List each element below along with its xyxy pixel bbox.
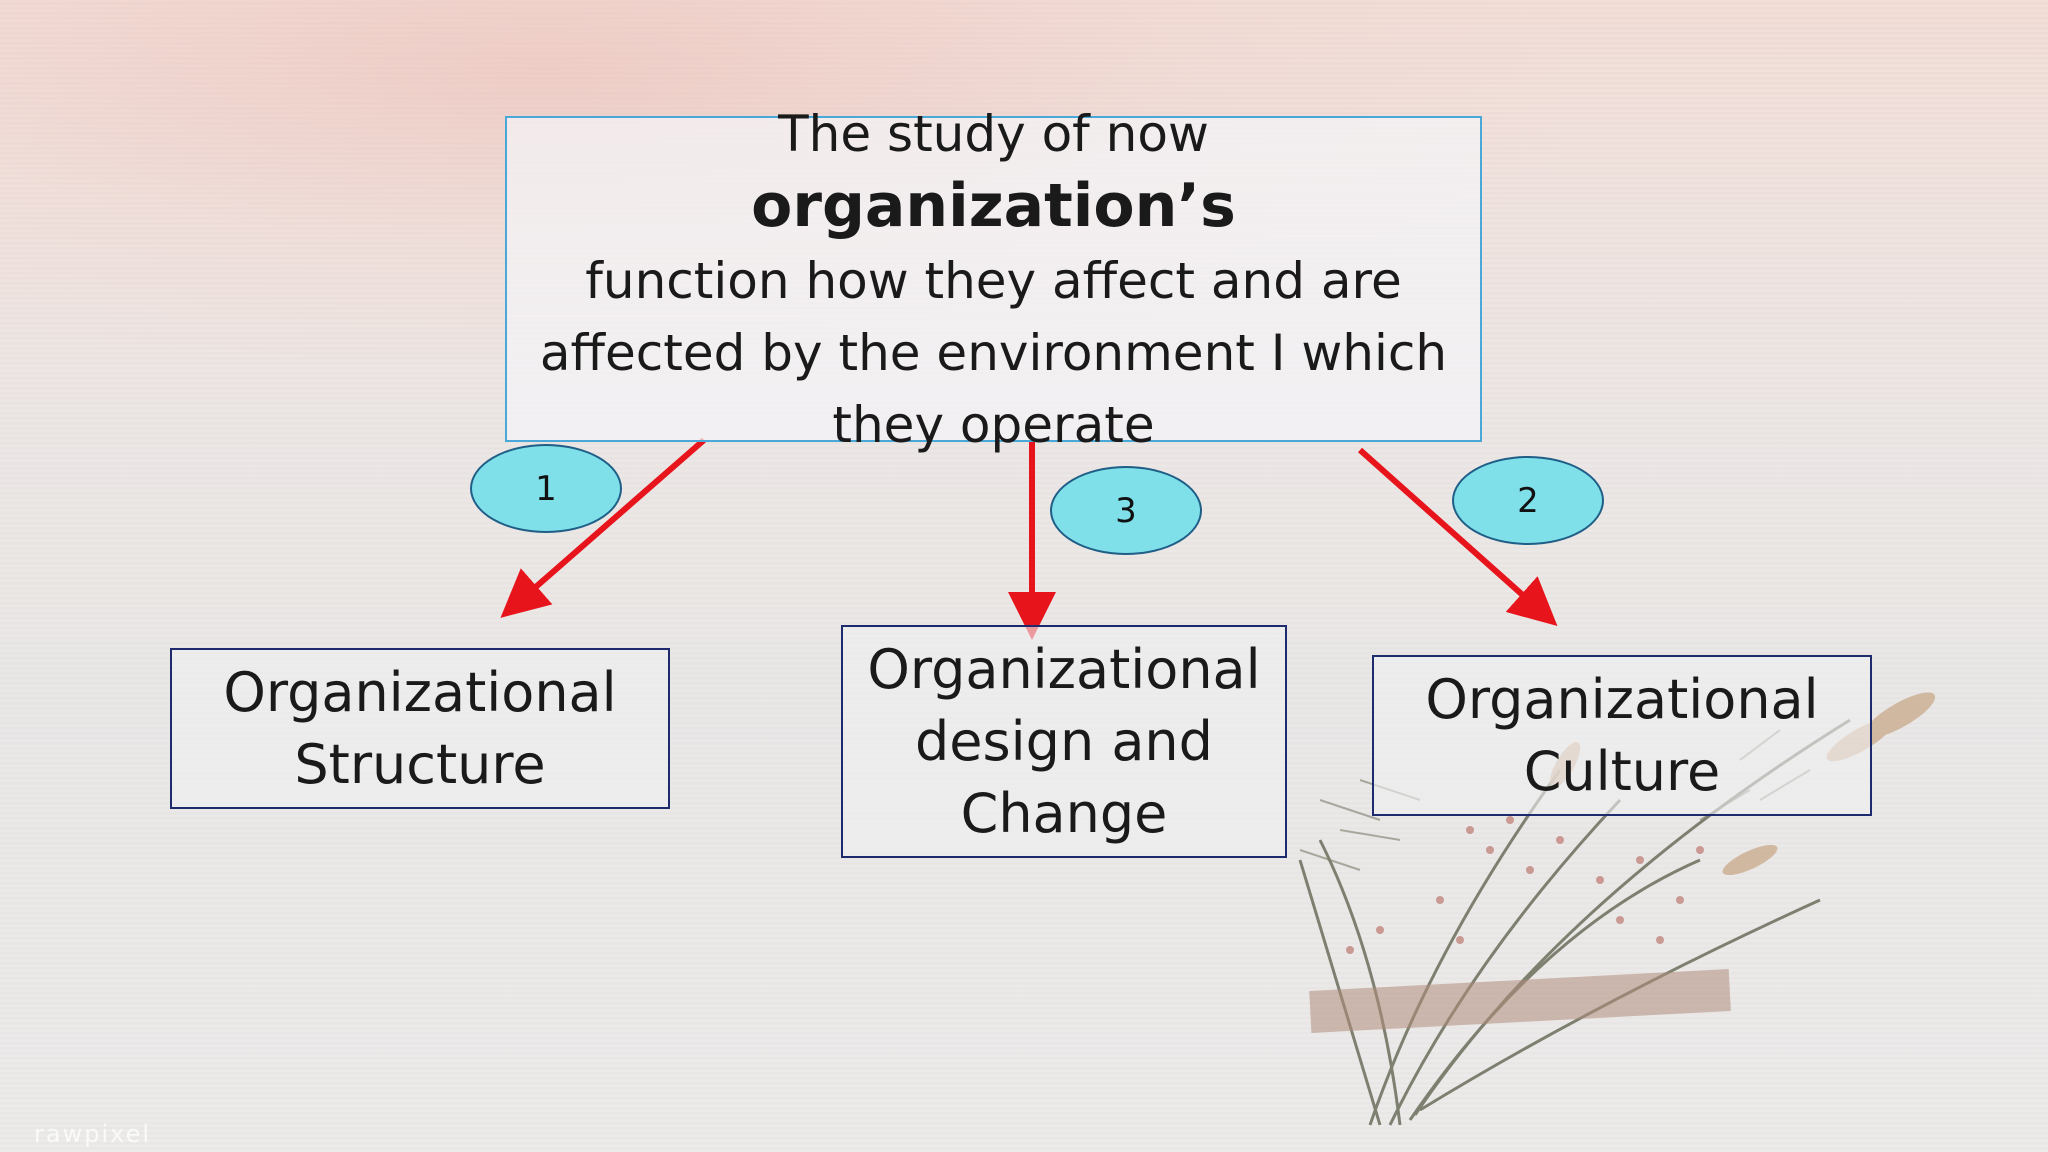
definition-bold-word: organization’s (751, 170, 1236, 241)
number-bubble-1: 1 (470, 444, 622, 533)
culture-line2: Culture (1523, 739, 1721, 803)
definition-line2: function how they affect and are (585, 251, 1402, 310)
organizational-culture-box: Organizational Culture (1372, 655, 1872, 816)
definition-line3: affected by the environment I which (539, 323, 1448, 382)
structure-line1: Organizational (223, 660, 617, 724)
organizational-design-box: Organizational design and Change (841, 625, 1287, 858)
culture-line1: Organizational (1425, 667, 1819, 731)
bubble-2-label: 2 (1517, 480, 1539, 521)
definition-line1: The study of now (778, 104, 1209, 163)
number-bubble-2: 2 (1452, 456, 1604, 545)
bubble-3-label: 3 (1115, 490, 1137, 531)
structure-line2: Structure (294, 732, 546, 796)
arrow-to-structure (500, 437, 706, 618)
organizational-structure-box: Organizational Structure (170, 648, 670, 809)
number-bubble-3: 3 (1050, 466, 1202, 555)
definition-text: The study of now organization’s function… (537, 98, 1450, 461)
bubble-1-label: 1 (535, 468, 557, 509)
design-line2: design and (915, 709, 1213, 773)
definition-line4: they operate (832, 395, 1155, 454)
arrow-to-culture (1358, 447, 1558, 626)
watermark-logo: rawpixel (34, 1120, 152, 1148)
design-line3: Change (960, 781, 1168, 845)
definition-box: The study of now organization’s function… (505, 105, 1482, 454)
design-line1: Organizational (867, 637, 1261, 701)
